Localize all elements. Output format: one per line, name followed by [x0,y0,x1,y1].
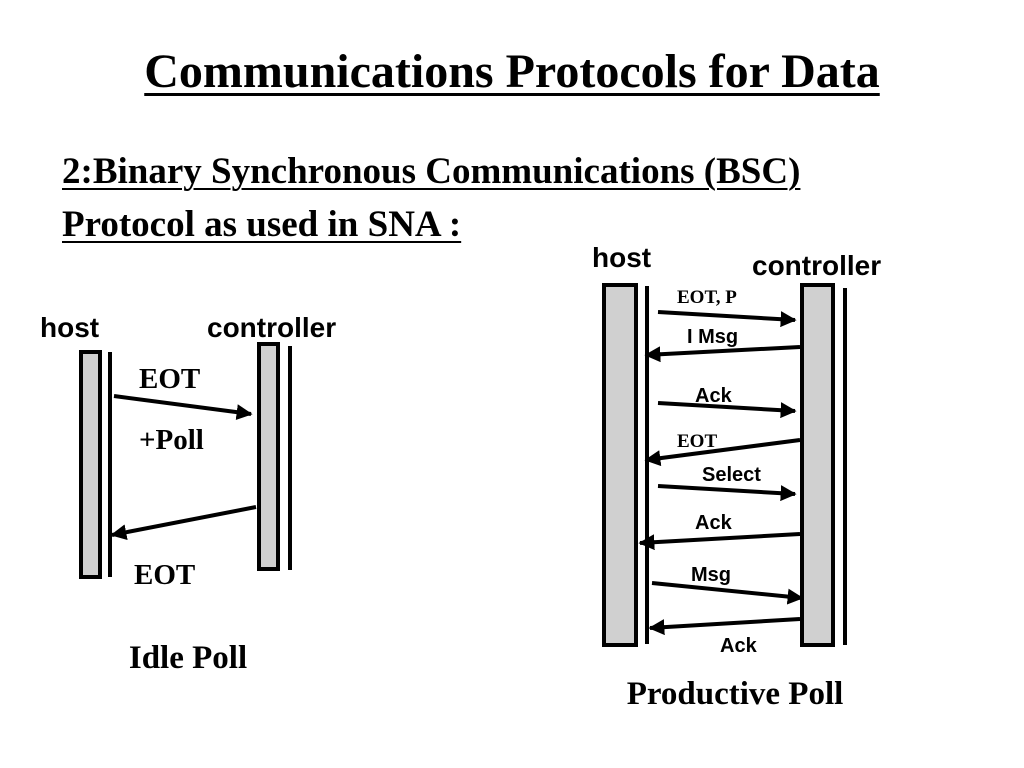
productive-arrow-ack [638,532,801,551]
productive-poll-diagram: host controller EOT, P I Msg Ack EOT Sel… [592,242,881,712]
productive-msg-label: EOT [677,431,717,452]
productive-msg-label: Ack [720,635,758,657]
idle-msg-label: EOT [139,363,200,395]
productive-msg-label: EOT, P [677,287,737,308]
idle-poll-caption: Idle Poll [129,640,247,676]
idle-arrow-eot-reply [110,505,257,541]
productive-arrow-eot [644,438,801,467]
slide-title: Communications Protocols for Data [144,45,880,98]
productive-host-bar [602,283,638,647]
productive-controller-label: controller [752,250,881,281]
idle-msg-label: EOT [134,559,195,591]
productive-host-label: host [592,242,651,273]
idle-host-label: host [40,312,99,343]
subtitle-line-1: 2:Binary Synchronous Communications (BSC… [62,151,801,192]
idle-controller-bar [257,342,280,571]
productive-poll-caption: Productive Poll [627,676,844,712]
productive-msg-label: Select [702,464,761,486]
idle-poll-diagram: host controller EOT +Poll EOT Idle Poll [40,312,336,676]
idle-arrow-eot-poll [113,394,253,421]
productive-msg-label: I Msg [687,326,738,348]
productive-controller-bar [800,283,835,647]
idle-host-bar [79,350,102,579]
subtitle-line-2: Protocol as used in SNA : [62,204,462,245]
idle-controller-label: controller [207,312,336,343]
productive-msg-label: Ack [695,385,733,407]
productive-arrow-ack [648,617,801,636]
productive-arrow-eot-p [657,310,797,328]
productive-arrow-i-msg [644,345,801,363]
productive-arrow-select [657,484,797,502]
productive-arrow-msg [651,581,804,605]
productive-arrow-ack [657,401,797,419]
productive-msg-label: Msg [691,564,731,586]
productive-msg-label: Ack [695,512,733,534]
idle-msg-label: +Poll [139,424,204,456]
